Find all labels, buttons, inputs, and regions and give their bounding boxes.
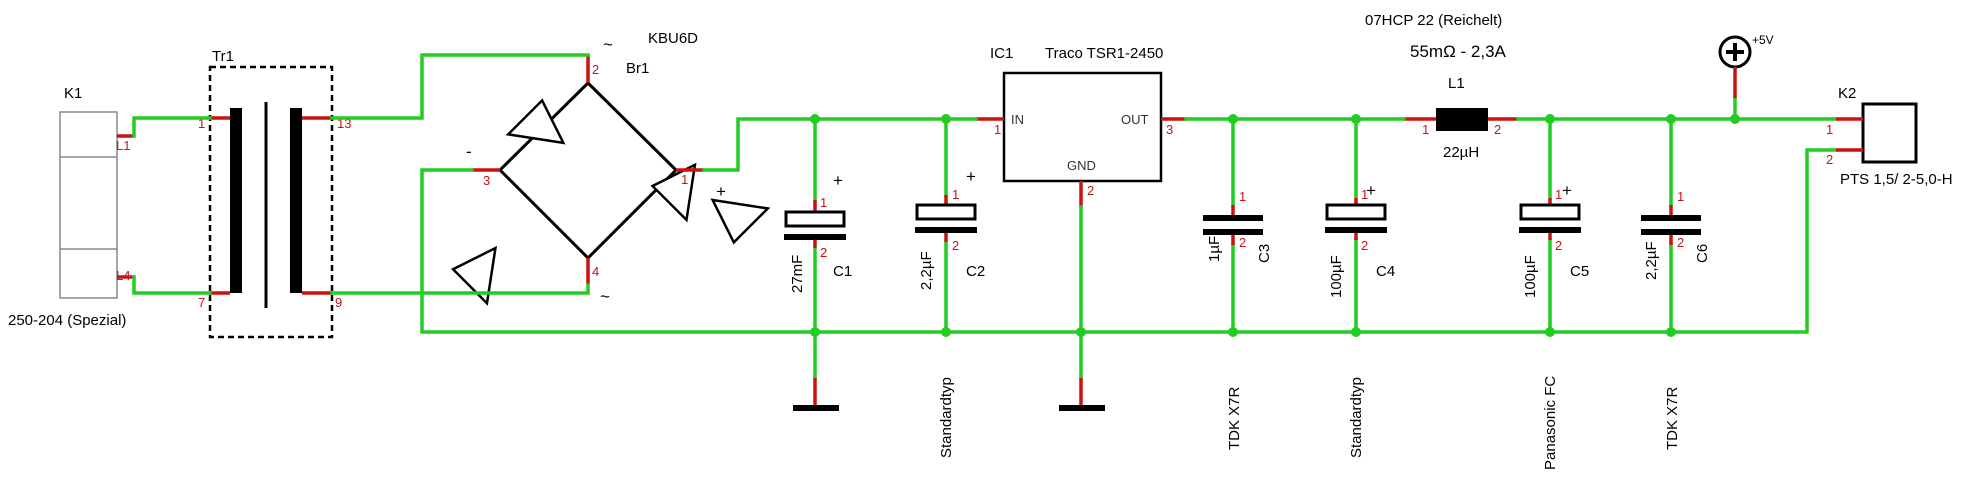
c6-pin-1: 1 xyxy=(1677,189,1684,204)
ic1-gnd-label: GND xyxy=(1067,158,1096,173)
ic1-pin-3: 3 xyxy=(1166,122,1173,137)
k2-pin-2: 2 xyxy=(1826,152,1833,167)
c5-note: Panasonic FC xyxy=(1542,376,1559,470)
capacitor-c1: + 1 2 C1 27mF xyxy=(784,171,852,293)
ic1-in-label: IN xyxy=(1011,112,1024,127)
connector-k2: K2 1 2 PTS 1,5/ 2-5,0-H xyxy=(1826,85,1953,188)
c2-pin-2: 2 xyxy=(952,238,959,253)
capacitor-c2: + 1 2 C2 2,2µF Standardtyp xyxy=(915,167,985,458)
tr1-pin-1: 1 xyxy=(198,116,205,131)
capacitor-c3: 1 2 1µF C3 TDK X7R xyxy=(1203,189,1273,450)
br1-tilde-bottom: ~ xyxy=(600,287,610,306)
br1-tilde-top: ~ xyxy=(603,35,613,54)
c4-ref: C4 xyxy=(1376,263,1395,280)
c5-pin-1: 1 xyxy=(1555,187,1562,202)
c4-note: Standardtyp xyxy=(1348,377,1365,458)
supply-5v: +5V xyxy=(1718,33,1774,98)
ground-symbols xyxy=(793,378,1105,411)
ic1-type: Traco TSR1-2450 xyxy=(1045,45,1163,62)
br1-plus: + xyxy=(716,182,726,201)
k1-pin-l1: L1 xyxy=(116,138,130,153)
c6-ref: C6 xyxy=(1694,244,1711,263)
l1-rating: 55mΩ - 2,3A xyxy=(1410,42,1507,61)
c2-polarity: + xyxy=(966,167,976,186)
c1-value: 27mF xyxy=(789,255,806,293)
capacitor-c5: + 1 2 C5 100µF Panasonic FC xyxy=(1519,181,1589,470)
c2-note: Standardtyp xyxy=(938,377,955,458)
br1-ref: Br1 xyxy=(626,60,649,77)
junctions xyxy=(810,114,1740,337)
bridge-rectifier-br1: KBU6D Br1 ~ ~ - + 2 3 1 4 xyxy=(450,30,771,306)
c5-value: 100µF xyxy=(1522,255,1539,298)
ic1-ref: IC1 xyxy=(990,45,1013,62)
transformer-tr1: Tr1 1 7 13 9 xyxy=(198,48,351,339)
br1-pin-1: 1 xyxy=(681,172,688,187)
l1-pin-1: 1 xyxy=(1422,122,1429,137)
c3-note: TDK X7R xyxy=(1226,386,1243,450)
br1-pin-4: 4 xyxy=(592,264,599,279)
c4-value: 100µF xyxy=(1328,255,1345,298)
k1-ref: K1 xyxy=(64,85,82,102)
k1-type: 250-204 (Spezial) xyxy=(8,312,126,329)
c1-ref: C1 xyxy=(833,263,852,280)
c4-pin-1: 1 xyxy=(1361,187,1368,202)
c2-pin-1: 1 xyxy=(952,187,959,202)
c3-value: 1µF xyxy=(1206,236,1223,262)
c1-pin-1: 1 xyxy=(820,195,827,210)
br1-pin-2: 2 xyxy=(592,62,599,77)
l1-part: 07HCP 22 (Reichelt) xyxy=(1365,12,1502,29)
supply-label: +5V xyxy=(1752,33,1774,47)
ic1-out-label: OUT xyxy=(1121,112,1149,127)
c4-pin-2: 2 xyxy=(1361,238,1368,253)
c5-ref: C5 xyxy=(1570,263,1589,280)
c3-ref: C3 xyxy=(1256,244,1273,263)
c4-polarity: + xyxy=(1366,181,1376,200)
ic1-pin-2: 2 xyxy=(1087,183,1094,198)
tr1-pin-7: 7 xyxy=(198,295,205,310)
ic1-pin-1: 1 xyxy=(994,122,1001,137)
l1-ref: L1 xyxy=(1448,75,1465,92)
regulator-ic1: IC1 Traco TSR1-2450 IN OUT GND 1 3 2 xyxy=(976,45,1186,207)
inductor-l1: 07HCP 22 (Reichelt) 55mΩ - 2,3A L1 1 2 2… xyxy=(1365,12,1518,161)
tr1-ref: Tr1 xyxy=(212,48,234,65)
c1-pin-2: 2 xyxy=(820,245,827,260)
tr1-pin-9: 9 xyxy=(335,295,342,310)
c5-pin-2: 2 xyxy=(1555,238,1562,253)
c3-pin-2: 2 xyxy=(1239,235,1246,250)
c6-pin-2: 2 xyxy=(1677,235,1684,250)
wires xyxy=(132,53,1838,380)
k2-pin-1: 1 xyxy=(1826,122,1833,137)
k2-type: PTS 1,5/ 2-5,0-H xyxy=(1840,171,1953,188)
c3-pin-1: 1 xyxy=(1239,189,1246,204)
c6-value: 2,2µF xyxy=(1643,241,1660,280)
connector-k1: K1 250-204 (Spezial) L1 L4 xyxy=(8,85,134,329)
capacitor-c4: + 1 2 C4 100µF Standardtyp xyxy=(1325,181,1395,458)
c2-ref: C2 xyxy=(966,263,985,280)
c5-polarity: + xyxy=(1562,181,1572,200)
k2-ref: K2 xyxy=(1838,85,1856,102)
c1-polarity: + xyxy=(833,171,843,190)
br1-minus: - xyxy=(466,142,472,161)
l1-pin-2: 2 xyxy=(1494,122,1501,137)
c6-note: TDK X7R xyxy=(1664,386,1681,450)
capacitor-c6: 1 2 2,2µF C6 TDK X7R xyxy=(1641,189,1711,450)
br1-type: KBU6D xyxy=(648,30,698,47)
l1-value: 22µH xyxy=(1443,144,1479,161)
c2-value: 2,2µF xyxy=(918,251,935,290)
br1-pin-3: 3 xyxy=(483,173,490,188)
